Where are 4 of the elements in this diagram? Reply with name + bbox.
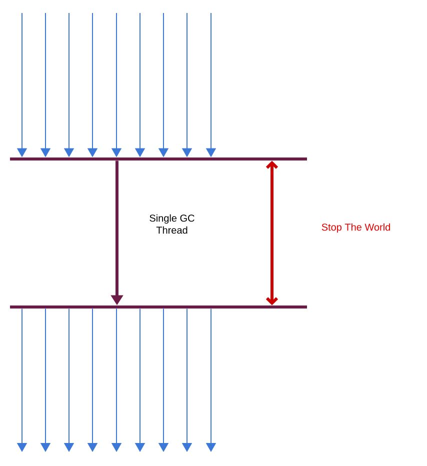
bar bbox=[10, 158, 307, 160]
arrow bbox=[266, 160, 278, 306]
edge-text: Single GC Thread bbox=[150, 214, 194, 234]
annotation-text: Stop The World bbox=[322, 223, 390, 233]
